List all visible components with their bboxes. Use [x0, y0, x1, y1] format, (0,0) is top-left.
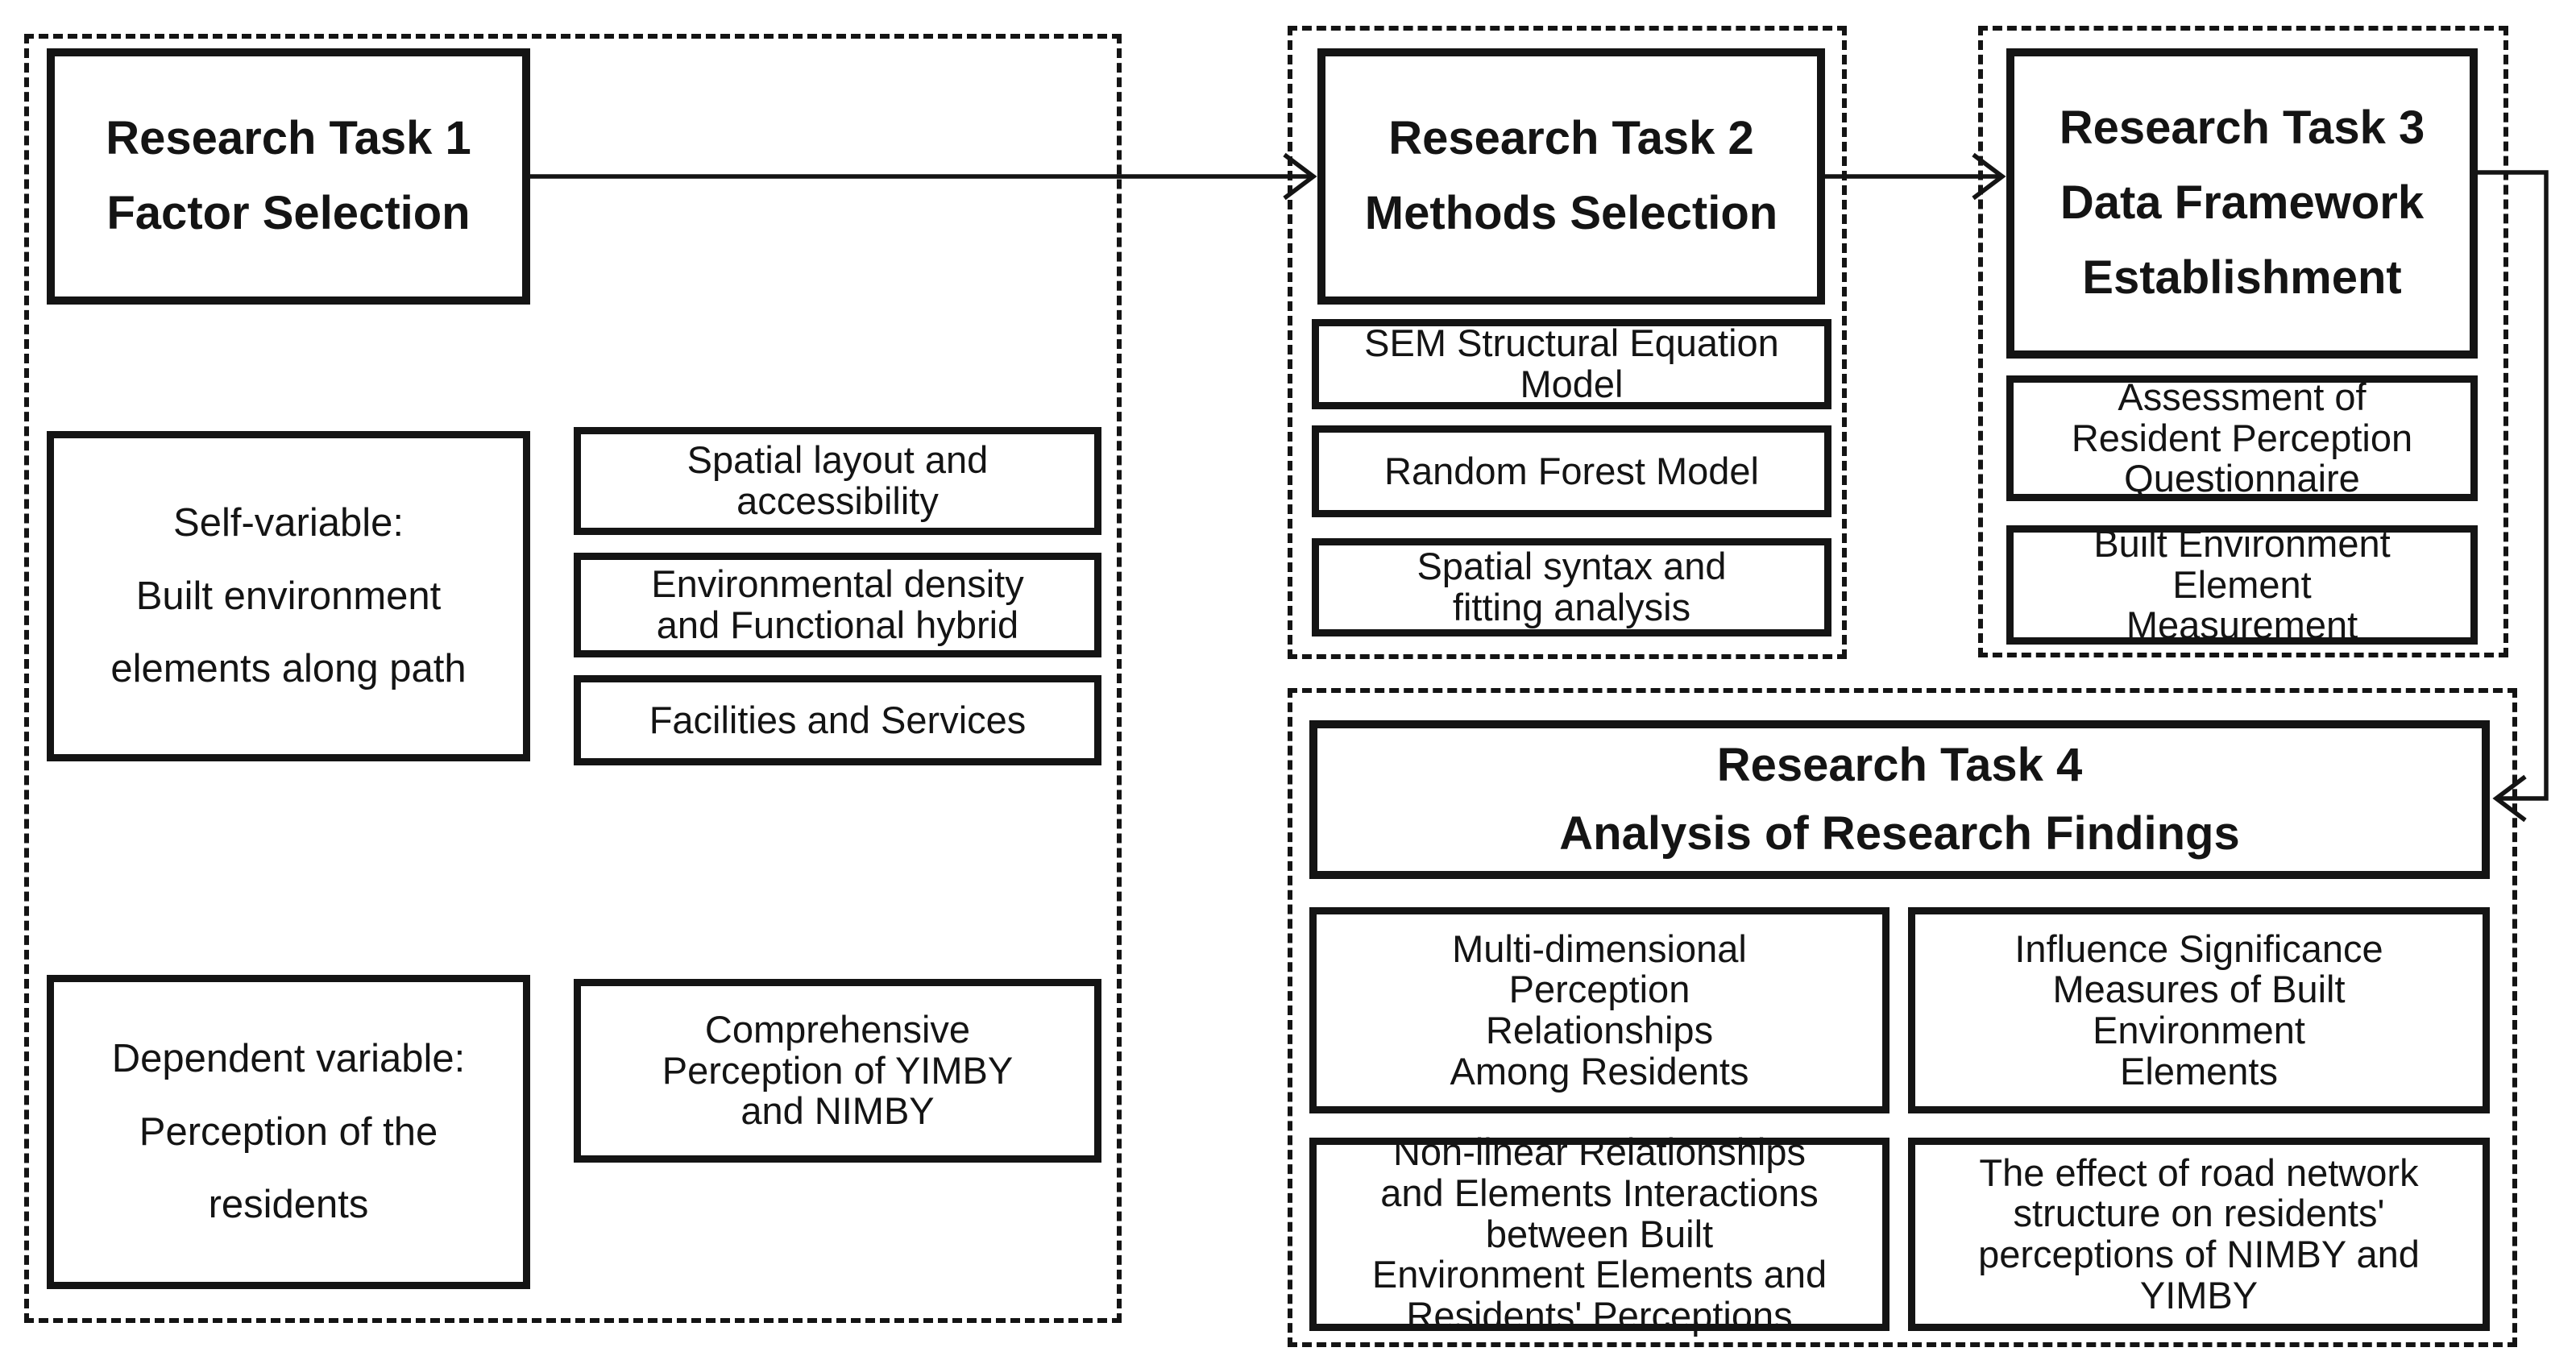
task1-comprehensive-perception-box: Comprehensive Perception of YIMBY and NI… [574, 979, 1101, 1163]
task1-title-box: Research Task 1 Factor Selection [47, 48, 530, 305]
task2-title-box: Research Task 2 Methods Selection [1317, 48, 1825, 305]
task4-container [1288, 688, 2517, 1347]
task4-finding-nonlinear-box: Non-linear Relationships and Elements In… [1309, 1131, 1889, 1336]
task4-finding-multidimensional-box: Multi-dimensional Perception Relationshi… [1309, 907, 1889, 1113]
task1-dependent-variable-box: Dependent variable: Perception of the re… [47, 975, 530, 1289]
task3-questionnaire-box: Assessment of Resident Perception Questi… [2006, 375, 2478, 501]
task1-factor-environmental-density-box: Environmental density and Functional hyb… [574, 553, 1101, 657]
arrow-task2-to-task3 [1825, 152, 2006, 201]
task2-method-sem-box: SEM Structural Equation Model [1312, 319, 1831, 409]
task3-title-box: Research Task 3 Data Framework Establish… [2006, 48, 2478, 359]
task3-measurement-box: Built Environment Element Measurement [2006, 523, 2478, 645]
task4-finding-influence-significance-box: Influence Significance Measures of Built… [1908, 907, 2490, 1113]
task2-container [1288, 26, 1847, 659]
task4-title-box: Research Task 4 Analysis of Research Fin… [1309, 720, 2490, 879]
task2-method-spatial-syntax-box: Spatial syntax and fitting analysis [1312, 538, 1831, 636]
task4-finding-road-network-box: The effect of road network structure on … [1908, 1138, 2490, 1331]
task1-factor-facilities-box: Facilities and Services [574, 675, 1101, 765]
task1-self-variable-box: Self-variable: Built environment element… [47, 431, 530, 761]
task2-method-random-forest-box: Random Forest Model [1312, 425, 1831, 517]
task1-factor-spatial-layout-box: Spatial layout and accessibility [574, 427, 1101, 535]
task1-container [24, 34, 1122, 1323]
task3-container [1978, 26, 2508, 657]
